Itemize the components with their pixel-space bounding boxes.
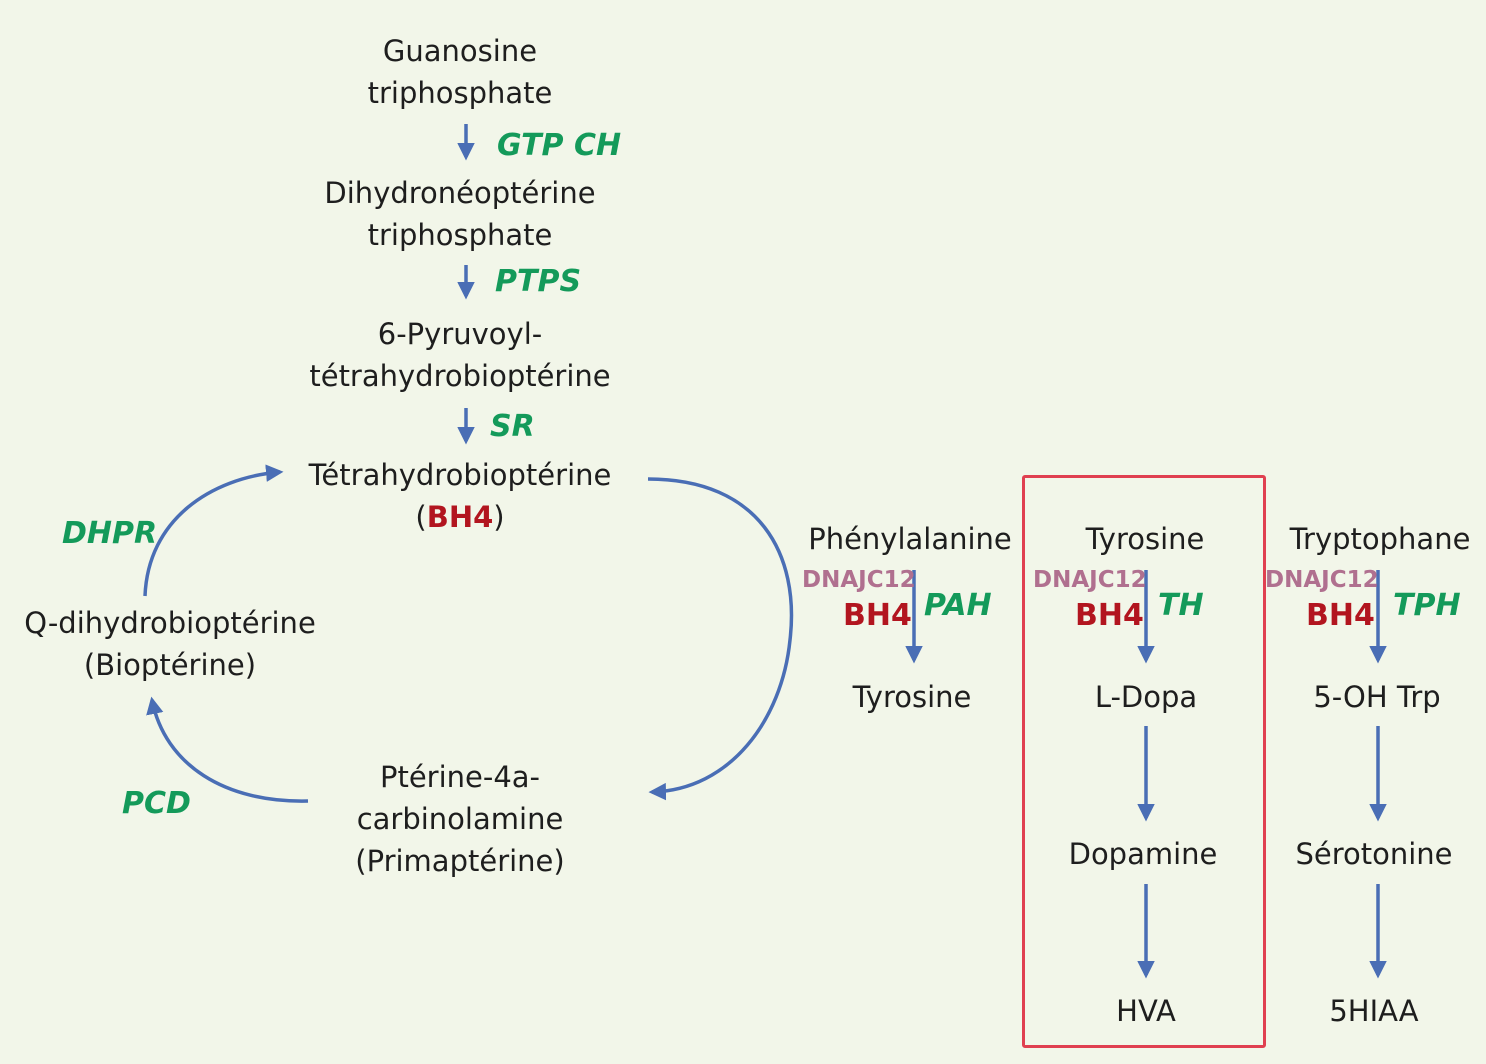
tyr-cofactor: BH4 — [1075, 598, 1144, 633]
pcd-enzyme: PCD — [122, 786, 191, 821]
5ohtrp-label: 5-OH Trp — [1313, 680, 1441, 714]
hva-label: HVA — [1116, 994, 1176, 1028]
arrow-qdhb-to-bh4 — [143, 464, 284, 597]
bh4-abbr: BH4 — [426, 500, 494, 534]
th-enzyme: TH — [1158, 588, 1204, 623]
pyruvoyl-label: 6-Pyruvoyl-tétrahydrobioptérine — [309, 317, 611, 393]
dopamine-pathway-highlight-box — [1022, 475, 1266, 1048]
trp-chaperone: DNAJC12 — [1265, 567, 1379, 593]
arrow-carbinolamine-to-qdhb — [146, 696, 309, 803]
phe-chaperone: DNAJC12 — [802, 567, 916, 593]
tyr-chaperone: DNAJC12 — [1033, 567, 1147, 593]
5hiaa-label: 5HIAA — [1329, 994, 1419, 1028]
pah-enzyme: PAH — [924, 588, 992, 623]
ptps-enzyme: PTPS — [495, 264, 582, 299]
phe-substrate: Phénylalanine — [808, 522, 1012, 556]
phe-product: Tyrosine — [852, 680, 972, 714]
trp-cofactor: BH4 — [1306, 598, 1375, 633]
tyr-substrate: Tyrosine — [1085, 522, 1205, 556]
serotonin-label: Sérotonine — [1295, 837, 1453, 871]
gtpch-enzyme: GTP CH — [497, 128, 622, 163]
bh4-label: Tétrahydrobioptérine (BH4) — [309, 454, 612, 538]
qdhb-label: Q-dihydrobioptérine(Bioptérine) — [24, 606, 316, 682]
phe-cofactor: BH4 — [843, 598, 912, 633]
sr-enzyme: SR — [490, 409, 535, 444]
bh4-fullname: Tétrahydrobioptérine — [308, 458, 612, 492]
arrow-bh4-to-carbinolamine — [647, 477, 794, 801]
ldopa-label: L-Dopa — [1094, 680, 1198, 714]
dopamine-label: Dopamine — [1068, 837, 1218, 871]
tph-enzyme: TPH — [1393, 588, 1461, 623]
trp-substrate: Tryptophane — [1289, 522, 1471, 556]
dhpr-enzyme: DHPR — [62, 516, 158, 551]
carbinolamine-label: Ptérine-4a-carbinolamine(Primaptérine) — [355, 760, 565, 878]
